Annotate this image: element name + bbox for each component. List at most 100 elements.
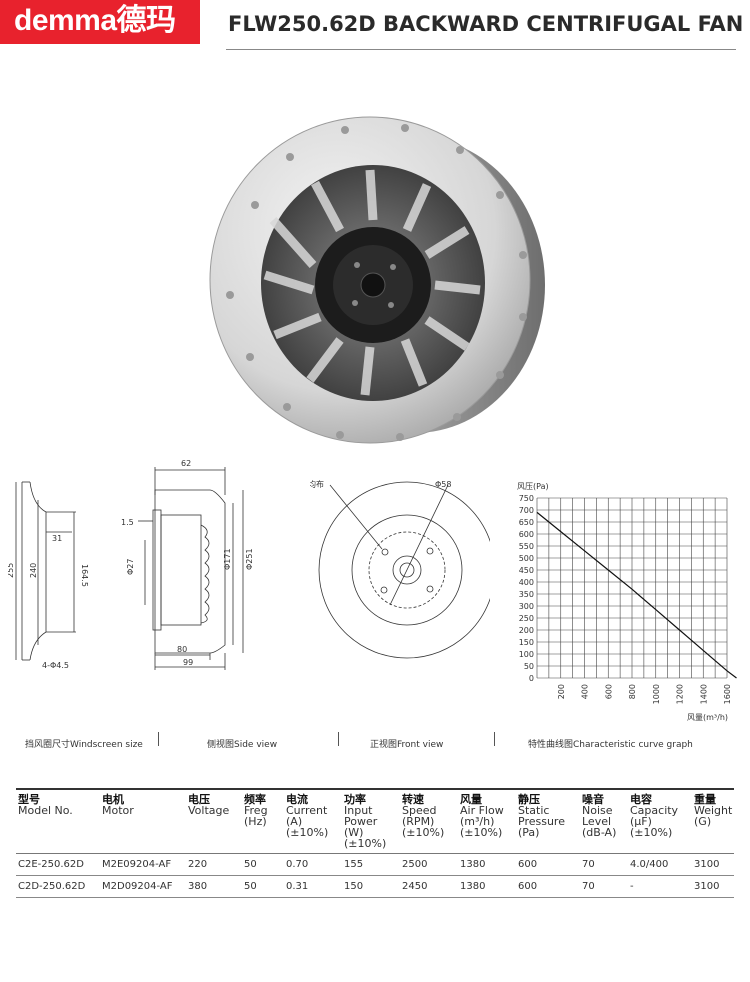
column-header-en: Input Power (W) (±10%) — [344, 804, 387, 850]
table-cell: 220 — [186, 853, 242, 876]
chart-xlabel: 风量(m³/h) — [687, 713, 728, 722]
chart-series — [536, 511, 737, 679]
x-tick-label: 400 — [581, 684, 590, 699]
caption-windscreen: 挡风圈尺寸Windscreen size — [25, 740, 143, 750]
dim-99: 99 — [183, 658, 193, 667]
y-tick-label: 600 — [519, 530, 534, 539]
dim-255: 255 — [8, 563, 15, 578]
column-header-en: Speed (RPM) (±10%) — [402, 804, 445, 839]
chart-grid — [536, 497, 728, 679]
table-cell: 70 — [580, 853, 628, 876]
x-tick-label: 800 — [628, 684, 637, 699]
column-header-zh: 重量 — [694, 793, 716, 806]
caption-divider — [158, 732, 159, 746]
column-header-en: Current (A) (±10%) — [286, 804, 329, 839]
y-tick-label: 450 — [519, 566, 534, 575]
dim-164-5: 164.5 — [80, 564, 89, 587]
dim-holes: 4-Φ4.5 — [42, 661, 69, 670]
column-header-en: Voltage — [188, 804, 230, 817]
table-cell: 600 — [516, 853, 580, 876]
table-cell: 50 — [242, 853, 284, 876]
brand-logo: demma德玛 — [14, 4, 176, 37]
table-cell: 50 — [242, 875, 284, 898]
windscreen-drawing: 255 240 31 164.5 4-Φ4.5 — [6, 470, 90, 680]
y-tick-label: 250 — [519, 614, 534, 623]
column-header-en: Capacity (μF) (±10%) — [630, 804, 679, 839]
title-divider — [226, 49, 736, 50]
column-header-en: Freg (Hz) — [244, 804, 268, 828]
table-cell: 3100 — [692, 875, 734, 898]
y-tick-label: 150 — [519, 638, 534, 647]
y-tick-label: 500 — [519, 554, 534, 563]
column-header-zh: 电机 — [102, 793, 124, 806]
caption-curve: 特性曲线图Characteristic curve graph — [528, 740, 693, 750]
column-header-zh: 电压 — [188, 793, 210, 806]
column-header-zh: 风量 — [460, 793, 482, 806]
brand-logo-bar: demma德玛 — [0, 0, 200, 44]
caption-front-view: 正视图Front view — [370, 740, 444, 750]
y-tick-label: 650 — [519, 518, 534, 527]
dim-phi251: Φ251 — [245, 548, 254, 570]
caption-divider — [494, 732, 495, 746]
dim-31: 31 — [52, 534, 62, 543]
table-cell: C2E-250.62D — [16, 853, 100, 876]
column-header-zh: 型号 — [18, 793, 40, 806]
front-view-drawing: 4-M5均布 Φ58 — [288, 475, 496, 675]
column-header-zh: 频率 — [244, 793, 266, 806]
chart-y-ticks: 0501001502002503003504004505005506006507… — [519, 494, 534, 683]
fan-blades — [263, 169, 481, 396]
table-cell: 1380 — [458, 875, 516, 898]
x-tick-label: 1000 — [652, 684, 661, 704]
dim-62: 62 — [181, 459, 191, 468]
column-header-zh: 电流 — [286, 793, 308, 806]
y-tick-label: 0 — [529, 674, 534, 683]
y-tick-label: 50 — [524, 662, 534, 671]
page-title: FLW250.62D BACKWARD CENTRIFUGAL FAN — [228, 12, 744, 36]
table-cell: 4.0/400 — [628, 853, 692, 876]
table-cell: 380 — [186, 875, 242, 898]
table-cell: 0.70 — [284, 853, 342, 876]
y-tick-label: 750 — [519, 494, 534, 503]
table-cell: 2450 — [400, 875, 458, 898]
column-header-zh: 功率 — [344, 793, 366, 806]
caption-divider — [338, 732, 339, 746]
table-cell: M2E09204-AF — [100, 853, 186, 876]
series-line — [536, 511, 737, 679]
dim-phi58: Φ58 — [435, 480, 451, 489]
dim-80: 80 — [177, 645, 187, 654]
y-tick-label: 400 — [519, 578, 534, 587]
table-cell: 1380 — [458, 853, 516, 876]
table-cell: M2D09204-AF — [100, 875, 186, 898]
y-tick-label: 350 — [519, 590, 534, 599]
column-header-en: Static Pressure (Pa) — [518, 804, 565, 839]
table-cell: 70 — [580, 875, 628, 898]
dim-m5: 4-M5均布 — [310, 479, 324, 489]
table-cell: 150 — [342, 875, 400, 898]
column-header-zh: 转速 — [402, 793, 424, 806]
table-cell: 600 — [516, 875, 580, 898]
table-cell: C2D-250.62D — [16, 875, 100, 898]
column-header-zh: 电容 — [630, 793, 652, 806]
caption-side-view: 侧视图Side view — [207, 740, 278, 750]
fan-rim-holes — [226, 124, 527, 441]
dim-240: 240 — [29, 563, 38, 578]
table-cell: 3100 — [692, 853, 734, 876]
dim-phi27: Φ27 — [126, 559, 135, 575]
column-header-en: Motor — [102, 804, 134, 817]
table-cell: 2500 — [400, 853, 458, 876]
